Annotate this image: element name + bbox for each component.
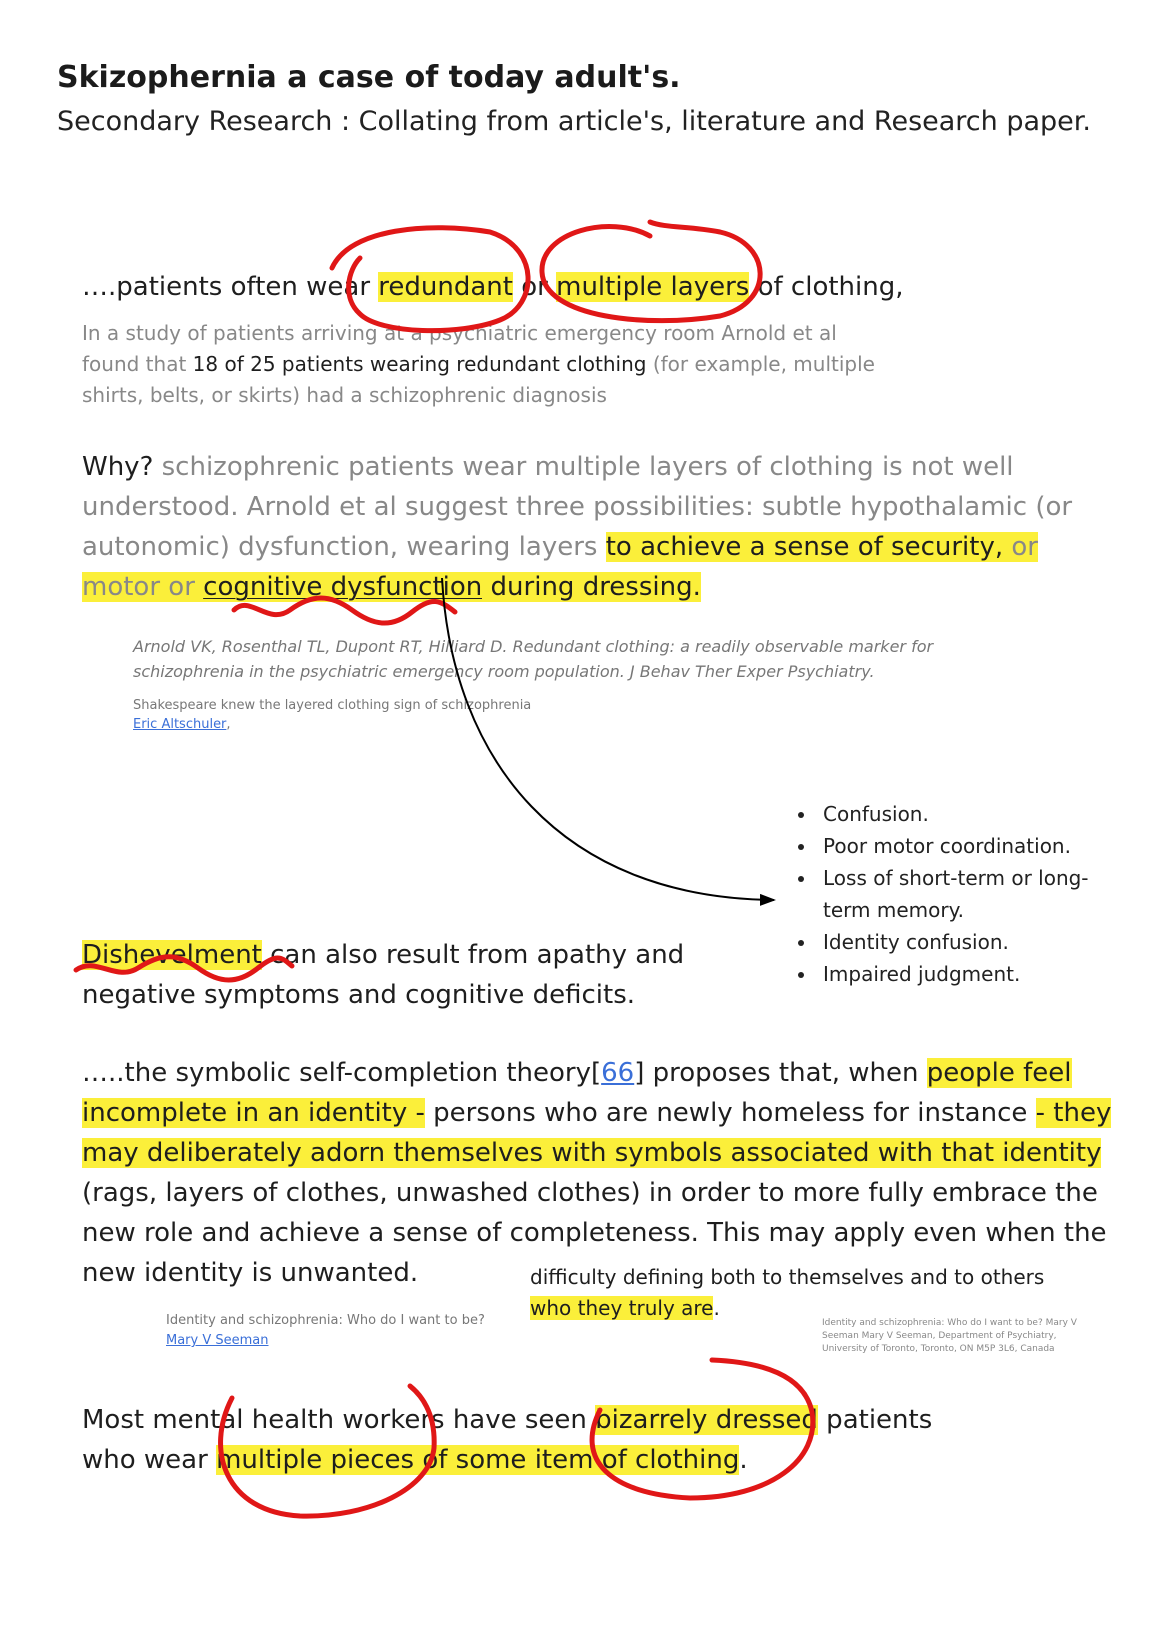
arrow-to-symptom-list	[441, 577, 776, 906]
list-item: Confusion.	[817, 798, 1113, 830]
reference-link-66[interactable]: 66	[601, 1058, 635, 1088]
author-link-altschuler[interactable]: Eric Altschuler	[133, 717, 227, 732]
difficulty-paragraph: difficulty defining both to themselves a…	[530, 1265, 1045, 1320]
bizarre-dress-paragraph: Most mental health workers have seen biz…	[82, 1405, 933, 1475]
quote-redundant-clothing: ….patients often wear redundant or multi…	[82, 272, 904, 302]
citation-seeman: Identity and schizophrenia: Who do I wan…	[166, 1313, 485, 1348]
study-finding: 18 of 25 patients wearing redundant clot…	[192, 352, 647, 376]
list-item: Impaired judgment.	[817, 958, 1113, 990]
highlight-bizarrely-dressed: bizarrely dressed	[595, 1405, 818, 1435]
highlight-sense-of-security: to achieve a sense of security,	[605, 532, 1004, 562]
highlight-dishevelment: Dishevelment	[82, 940, 262, 970]
author-link-seeman[interactable]: Mary V Seeman	[166, 1333, 269, 1348]
list-item: Identity confusion.	[817, 926, 1113, 958]
highlight-redundant: redundant	[378, 272, 513, 302]
dishevelment-paragraph: Dishevelment can also result from apathy…	[82, 940, 685, 1010]
highlight-multiple-layers: multiple layers	[556, 272, 750, 302]
citation-shakespeare: Shakespeare knew the layered clothing si…	[133, 698, 532, 732]
highlight-cognitive-dysfunction: cognitive dysfunction	[203, 572, 483, 602]
page-title: Skizophernia a case of today adult's.	[57, 60, 681, 95]
page-subtitle: Secondary Research : Collating from arti…	[57, 106, 1091, 137]
study-paragraph: In a study of patients arriving at a psy…	[82, 321, 875, 407]
list-item: Poor motor coordination.	[817, 830, 1113, 862]
list-item: Loss of short-term or long-term memory.	[817, 862, 1113, 926]
why-paragraph: Why? schizophrenic patients wear multipl…	[82, 452, 1073, 602]
citation-arnold: Arnold VK, Rosenthal TL, Dupont RT, Hill…	[133, 637, 934, 681]
highlight-multiple-pieces: multiple pieces of some item of clothing	[216, 1445, 740, 1475]
highlight-who-they-truly-are: who they truly are	[530, 1296, 714, 1320]
citation-seeman-full: Identity and schizophrenia: Who do I wan…	[822, 1318, 1077, 1354]
self-completion-paragraph: …..the symbolic self-completion theory[6…	[82, 1058, 1112, 1288]
symptom-list: Confusion. Poor motor coordination. Loss…	[793, 798, 1113, 990]
